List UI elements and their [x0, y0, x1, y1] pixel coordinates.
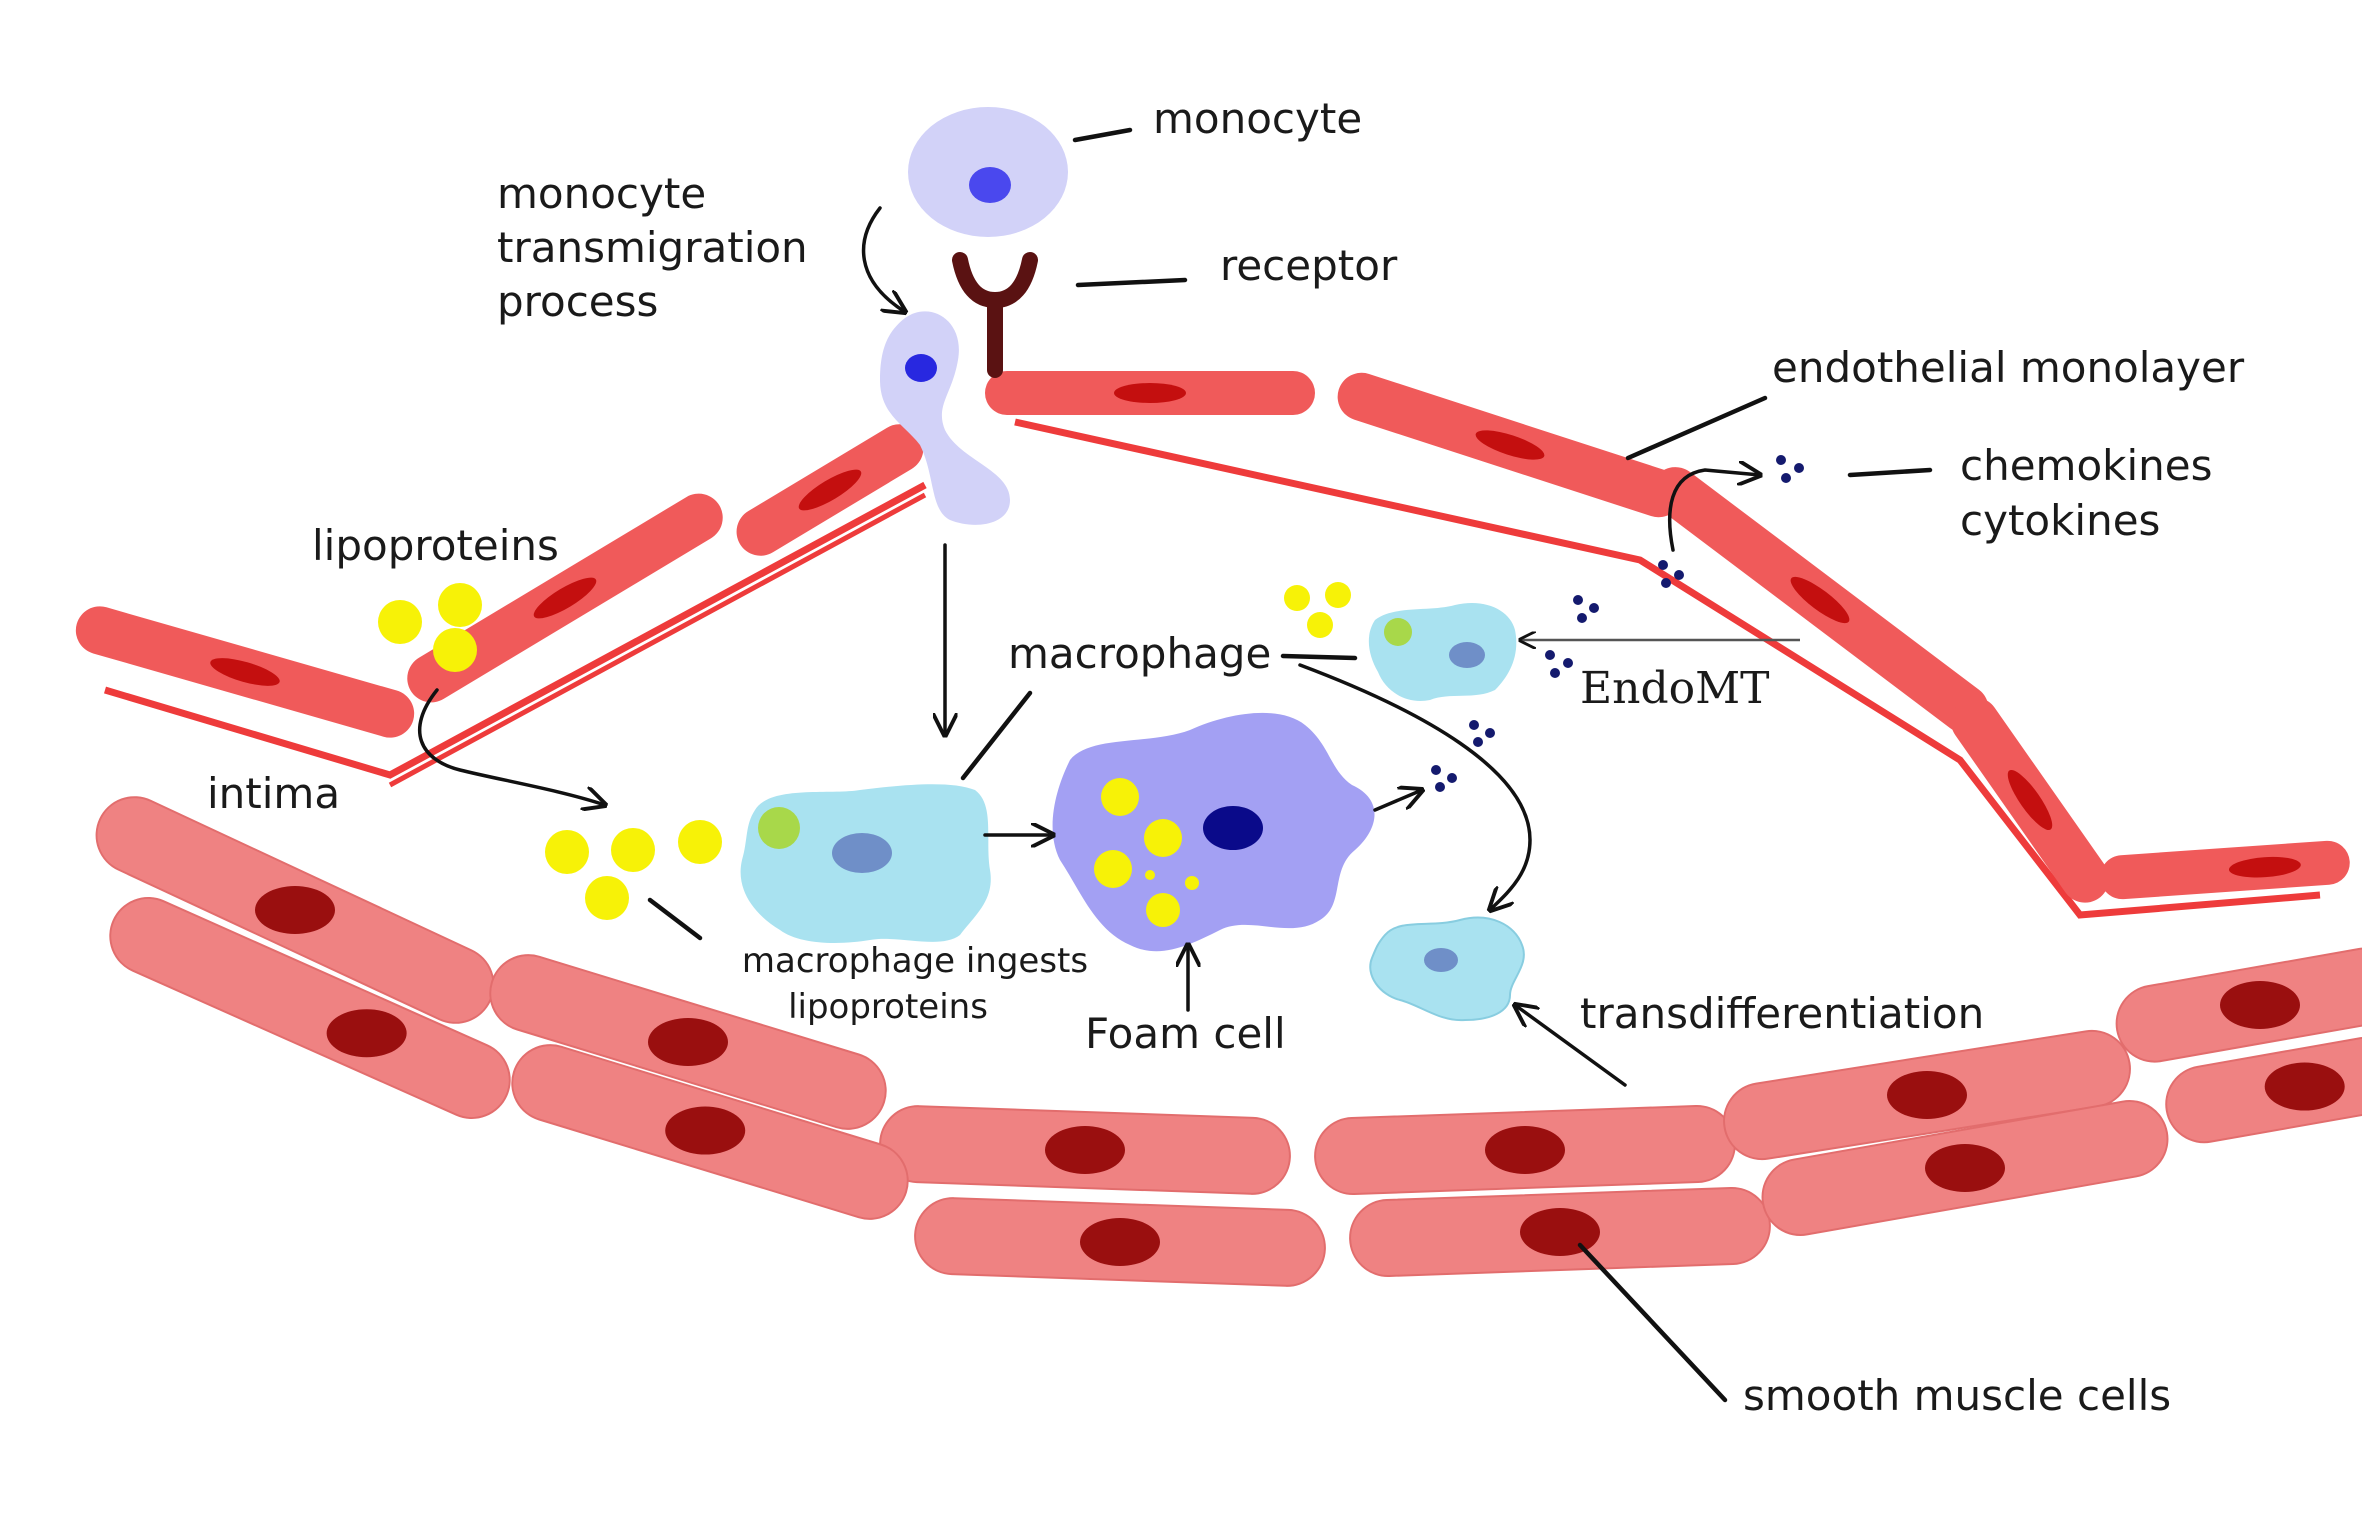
- label-monocyte: monocyte: [1153, 94, 1362, 143]
- macrophage-ingesting: [740, 784, 991, 943]
- macrophage-transdifferentiated: [1369, 916, 1525, 1022]
- smooth-muscle-cell: [1761, 1100, 2169, 1236]
- macrophage-nucleus: [1449, 642, 1485, 668]
- smooth-muscle-cell: [2165, 1036, 2362, 1144]
- leader-chemokines: [1847, 467, 1933, 478]
- label-macrophage: macrophage: [1008, 629, 1271, 678]
- chemokine-dots-foam: [1469, 720, 1495, 747]
- leader-endothelial: [1625, 395, 1768, 461]
- label-ingests-2: lipoproteins: [788, 987, 988, 1027]
- chemokine-dots-top: [1776, 455, 1804, 483]
- leader-ingests: [647, 897, 703, 941]
- arrow-transdifferentiation: [1515, 1005, 1627, 1087]
- endothelial-cell: [736, 424, 924, 556]
- endothelial-cell: [2100, 840, 2350, 900]
- label-chemokines: chemokines: [1960, 441, 2213, 490]
- receptor: [952, 252, 1038, 378]
- label-transmigration-1: monocyte: [497, 169, 706, 218]
- monocyte-nucleus: [969, 167, 1011, 203]
- endothelial-cell: [1337, 372, 1683, 518]
- monocyte-cell: [908, 107, 1068, 237]
- leader-macrophage-right: [1280, 653, 1358, 661]
- label-transdifferentiation: transdifferentiation: [1580, 989, 1984, 1038]
- basement-membrane: [103, 418, 2321, 919]
- monocyte-nucleus: [905, 354, 937, 382]
- macrophage-endomt: [1368, 602, 1517, 701]
- label-intima: intima: [207, 769, 340, 818]
- lipoproteins-cluster-top: [378, 583, 482, 672]
- foam-cell: [1052, 712, 1375, 952]
- smooth-muscle-cell: [2115, 947, 2362, 1063]
- smooth-muscle-cell: [489, 954, 887, 1130]
- endothelial-cell: [985, 371, 1315, 415]
- label-cytokines: cytokines: [1960, 496, 2160, 545]
- smooth-muscle-cell: [1723, 1029, 2131, 1161]
- label-transmigration-3: process: [497, 277, 658, 326]
- label-receptor: receptor: [1220, 241, 1398, 290]
- chemokine-dots-lower: [1431, 765, 1457, 792]
- smooth-muscle-cell: [511, 1044, 909, 1220]
- smooth-muscle-cell: [109, 897, 511, 1119]
- endothelial-cell: [1651, 467, 1989, 733]
- foam-cell-nucleus: [1203, 806, 1263, 850]
- chemokine-dots-endomt: [1545, 650, 1573, 678]
- leader-receptor: [1075, 277, 1188, 288]
- label-lipoproteins: lipoproteins: [312, 521, 559, 570]
- smooth-muscle-layer: [95, 796, 2362, 1287]
- arrow-transmigration: [861, 206, 905, 312]
- label-endothelial-monolayer: endothelial monolayer: [1772, 343, 2245, 392]
- label-transmigration-2: transmigration: [497, 223, 808, 272]
- arrow-macrophage-to-transdiff: [1298, 663, 1532, 910]
- label-ingests-1: macrophage ingests: [742, 941, 1088, 981]
- label-foam-cell: Foam cell: [1085, 1009, 1286, 1058]
- macrophage-nucleus: [832, 833, 892, 873]
- arrow-chemokine-release: [1667, 470, 1760, 552]
- smooth-muscle-cell: [1349, 1186, 1771, 1278]
- label-endomt: EndoMT: [1580, 663, 1770, 714]
- arrow-lipoproteins-to-intima: [418, 688, 605, 805]
- label-smooth-muscle-cells: smooth muscle cells: [1743, 1371, 2171, 1420]
- smooth-muscle-cell: [914, 1197, 1326, 1287]
- ingested-particle: [1384, 618, 1412, 646]
- ingested-particle: [758, 807, 800, 849]
- transmigrating-monocyte: [880, 311, 1010, 525]
- leader-macrophage-left: [960, 690, 1033, 781]
- endothelial-cell: [75, 606, 415, 738]
- macrophage-nucleus: [1424, 948, 1458, 972]
- lipoproteins-cluster-intima: [545, 820, 722, 920]
- smooth-muscle-cell: [1314, 1104, 1736, 1196]
- arrow-foam-to-chemokines: [1373, 790, 1422, 812]
- leader-smooth-muscle: [1577, 1242, 1728, 1403]
- endothelial-cell: [1950, 697, 2110, 903]
- smooth-muscle-cell: [879, 1105, 1291, 1195]
- chemokine-dots-middle: [1573, 595, 1599, 623]
- lipoproteins-cluster-macrophage: [1284, 582, 1351, 638]
- smooth-muscle-cell: [95, 796, 495, 1024]
- endothelial-monolayer: [75, 371, 2350, 919]
- leader-monocyte: [1072, 127, 1133, 143]
- chemokine-dots-endothelium: [1658, 560, 1684, 588]
- endothelial-cell: [407, 493, 723, 703]
